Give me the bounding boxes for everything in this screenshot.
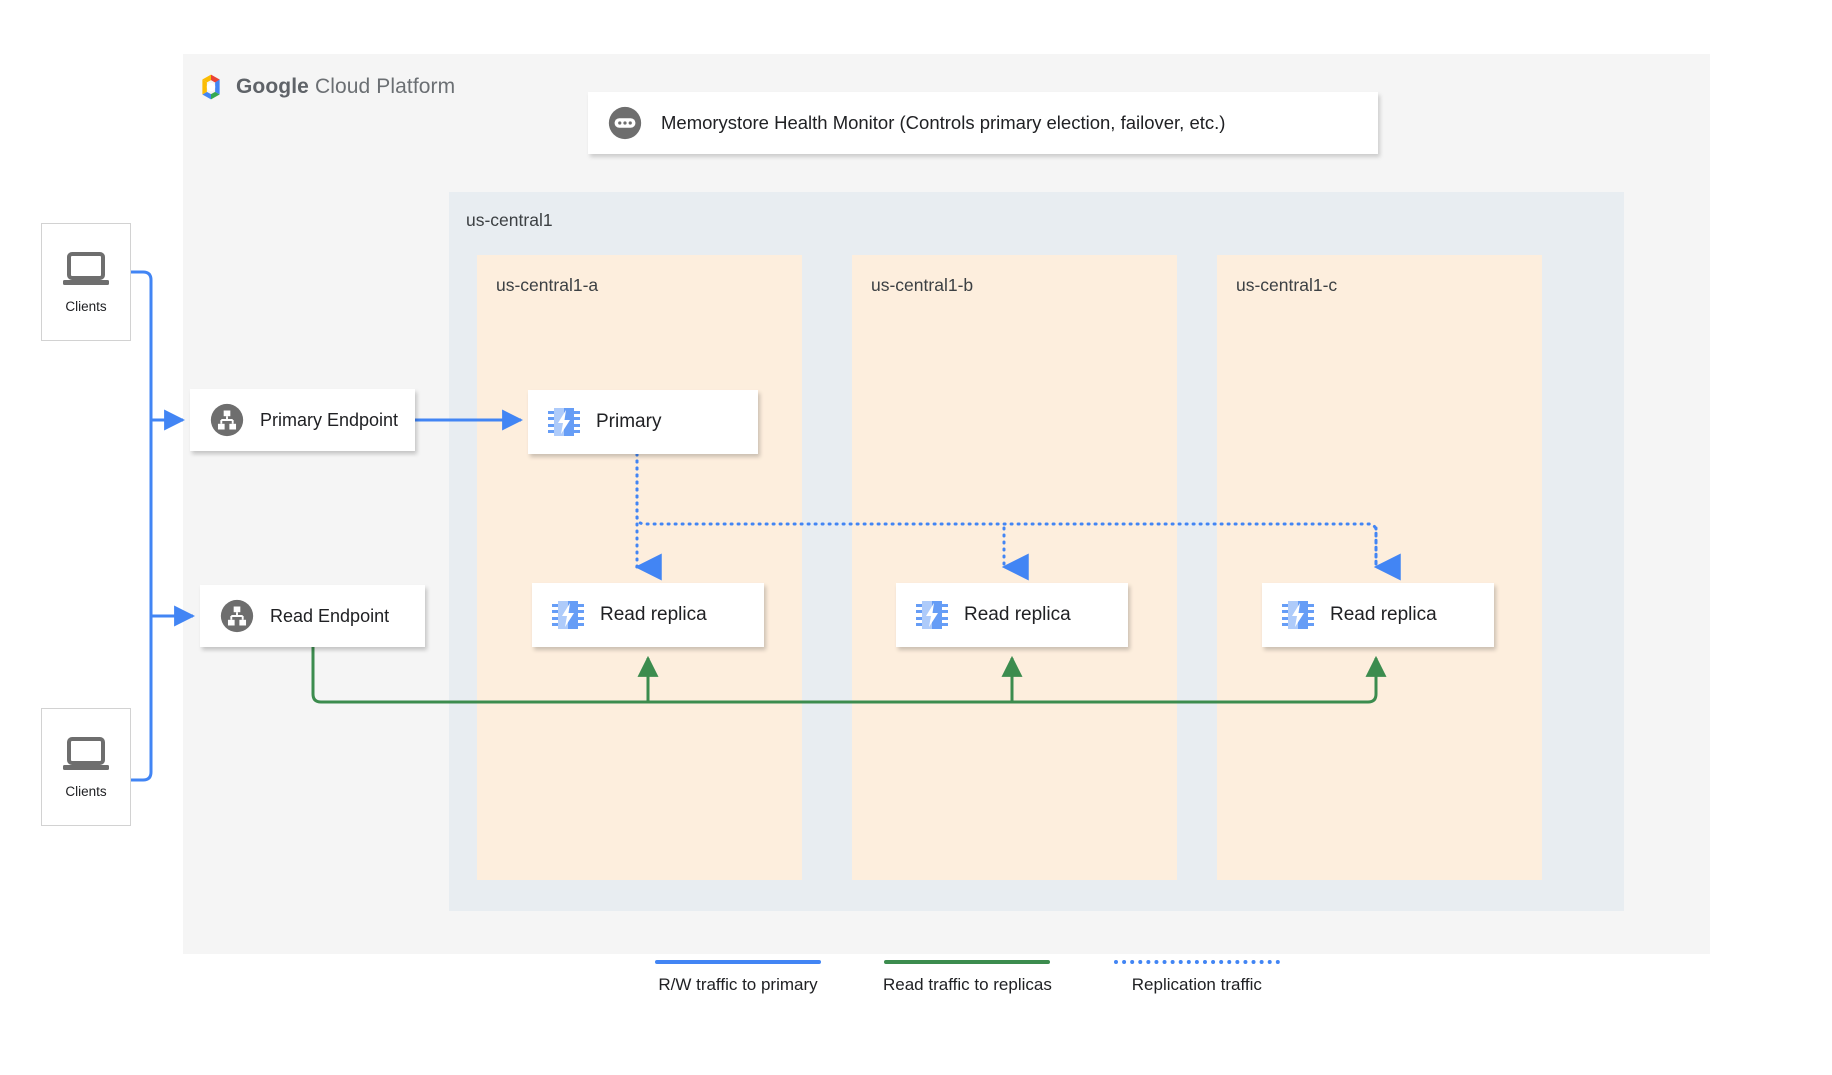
legend-swatch-rw: [655, 960, 821, 964]
read-replica-card-a[interactable]: Read replica: [532, 583, 764, 647]
legend-item-rw-traffic: R/W traffic to primary: [655, 960, 821, 995]
legend-label-rw: R/W traffic to primary: [658, 975, 818, 994]
clients-box-top: Clients: [41, 223, 131, 341]
read-endpoint-card[interactable]: Read Endpoint: [200, 585, 425, 647]
wire-clients-bus: [131, 270, 153, 782]
read-replica-label-c: Read replica: [1330, 604, 1437, 625]
legend-item-read-traffic: Read traffic to replicas: [883, 960, 1052, 995]
laptop-icon: [63, 252, 109, 285]
read-replica-label-a: Read replica: [600, 604, 707, 625]
gcp-wordmark-google: Google: [236, 75, 309, 98]
legend-swatch-replication: [1113, 960, 1280, 964]
google-cloud-hexagon-logo-icon: [202, 74, 220, 100]
read-replica-card-b[interactable]: Read replica: [896, 583, 1128, 647]
zone-label-a: us-central1-a: [496, 275, 599, 295]
gcp-wordmark: Google Cloud Platform: [236, 75, 455, 99]
memorystore-chip-icon: [548, 408, 580, 436]
health-monitor-dots-icon: [608, 106, 642, 140]
gcp-branding: Google Cloud Platform: [196, 72, 455, 102]
legend-item-replication-traffic: Replication traffic: [1113, 960, 1280, 995]
primary-endpoint-label: Primary Endpoint: [260, 409, 399, 430]
memorystore-chip-icon: [916, 601, 948, 629]
primary-node-label: Primary: [596, 411, 662, 432]
primary-node-card[interactable]: Primary: [528, 390, 758, 454]
legend-label-read: Read traffic to replicas: [883, 975, 1052, 994]
legend-swatch-read: [884, 960, 1051, 964]
read-endpoint-label: Read Endpoint: [270, 605, 390, 626]
zone-us-central1-a: us-central1-a: [477, 255, 802, 880]
gcp-wordmark-cloud-platform: Cloud Platform: [314, 75, 456, 98]
primary-endpoint-card[interactable]: Primary Endpoint: [190, 389, 415, 451]
health-monitor-label: Memorystore Health Monitor (Controls pri…: [661, 112, 1226, 133]
region-label: us-central1: [466, 210, 553, 230]
memorystore-chip-icon: [1282, 601, 1314, 629]
laptop-icon: [63, 737, 109, 770]
memorystore-chip-icon: [552, 601, 584, 629]
zone-us-central1-b: us-central1-b: [852, 255, 1177, 880]
zone-label-b: us-central1-b: [871, 275, 974, 295]
zone-label-c: us-central1-c: [1236, 275, 1338, 295]
memorystore-health-monitor-box: Memorystore Health Monitor (Controls pri…: [588, 92, 1378, 154]
endpoint-network-icon: [220, 599, 254, 633]
clients-label-top: Clients: [65, 299, 107, 314]
zone-us-central1-c: us-central1-c: [1217, 255, 1542, 880]
clients-box-bottom: Clients: [41, 708, 131, 826]
clients-label-bottom: Clients: [65, 784, 107, 799]
legend-label-replication: Replication traffic: [1131, 975, 1262, 994]
read-replica-label-b: Read replica: [964, 604, 1071, 625]
endpoint-network-icon: [210, 403, 244, 437]
legend: R/W traffic to primary Read traffic to r…: [655, 960, 1280, 995]
read-replica-card-c[interactable]: Read replica: [1262, 583, 1494, 647]
